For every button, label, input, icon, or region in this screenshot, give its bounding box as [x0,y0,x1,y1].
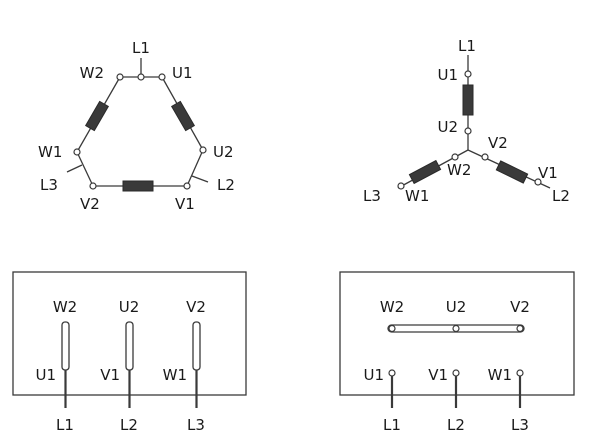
star-label-W1: W1 [405,187,429,205]
star-box-label-L1: L1 [383,416,401,434]
star-node-V1 [534,178,542,186]
star-terminal-U1 [388,369,396,377]
delta-L3-lead [66,164,83,173]
star-coil-W [408,159,442,185]
star-bridge-node-W2 [388,324,396,333]
star-bridge-node-V2 [516,324,524,333]
delta-box-label-V2: V2 [186,298,206,316]
delta-coil-W [84,100,110,132]
star-label-V1: V1 [538,164,558,182]
delta-node-U2 [199,146,207,154]
star-box-label-V2: V2 [510,298,530,316]
star-label-U1: U1 [437,66,458,84]
delta-node-U1 [158,73,166,81]
delta-box-label-L3: L3 [187,416,205,434]
delta-node-W1 [73,148,81,156]
delta-node-W2 [116,73,124,81]
delta-label-V1: V1 [175,195,195,213]
star-box-label-W2: W2 [380,298,404,316]
star-node-W1 [397,182,405,190]
star-label-L1: L1 [458,37,476,55]
star-terminal-W1 [516,369,524,377]
delta-box-label-V1: V1 [100,366,120,384]
star-box-label-V1: V1 [428,366,448,384]
delta-link-3 [192,321,201,371]
star-node-U1 [464,70,472,78]
star-label-U2: U2 [437,118,458,136]
star-terminal-box: W2 U2 V2 U1 V1 W1 L1 L2 L3 [339,271,575,434]
star-node-U2 [464,127,472,135]
delta-box-label-W1: W1 [163,366,187,384]
delta-box-label-U1: U1 [35,366,56,384]
star-box-label-W1: W1 [488,366,512,384]
delta-label-V2: V2 [80,195,100,213]
star-node-W2 [451,153,459,161]
delta-node-V2 [89,182,97,190]
delta-edge-right-lower [186,149,204,187]
star-label-V2: V2 [488,134,508,152]
delta-link-1 [61,321,70,371]
delta-edge-left-lower [76,151,94,187]
star-coil-V [495,160,529,184]
delta-terminal-box: W2 U2 V2 U1 V1 W1 L1 L2 L3 [12,271,247,434]
delta-label-W1: W1 [38,143,62,161]
star-label-L2: L2 [552,187,570,205]
delta-label-U2: U2 [213,143,234,161]
star-label-L3: L3 [363,187,381,205]
delta-label-U1: U1 [172,64,193,82]
delta-box-label-L2: L2 [120,416,138,434]
star-connection: L1 U1 U2 V2 W2 V1 L2 W1 L3 [363,37,570,205]
delta-label-L3: L3 [40,176,58,194]
delta-L2-lead [191,175,209,183]
star-terminal-V1 [452,369,460,377]
star-node-V2 [481,153,489,161]
delta-node-V1 [183,182,191,190]
star-box-label-U2: U2 [446,298,467,316]
delta-box-label-U2: U2 [119,298,140,316]
delta-box-label-L1: L1 [56,416,74,434]
delta-node-L1 [137,73,145,81]
delta-coil-V [122,180,154,192]
star-box-label-L3: L3 [511,416,529,434]
star-label-W2: W2 [447,161,471,179]
delta-coil-U [170,100,196,132]
delta-label-L2: L2 [217,176,235,194]
delta-box-label-W2: W2 [53,298,77,316]
star-coil-U [462,84,474,116]
delta-connection: L1 W2 U1 U2 W1 L2 L3 V2 V1 [38,39,235,213]
star-box-label-U1: U1 [363,366,384,384]
delta-label-L1: L1 [132,39,150,57]
star-bridge-node-U2 [452,324,460,333]
star-box-label-L2: L2 [447,416,465,434]
delta-link-2 [125,321,134,371]
delta-label-W2: W2 [80,64,104,82]
